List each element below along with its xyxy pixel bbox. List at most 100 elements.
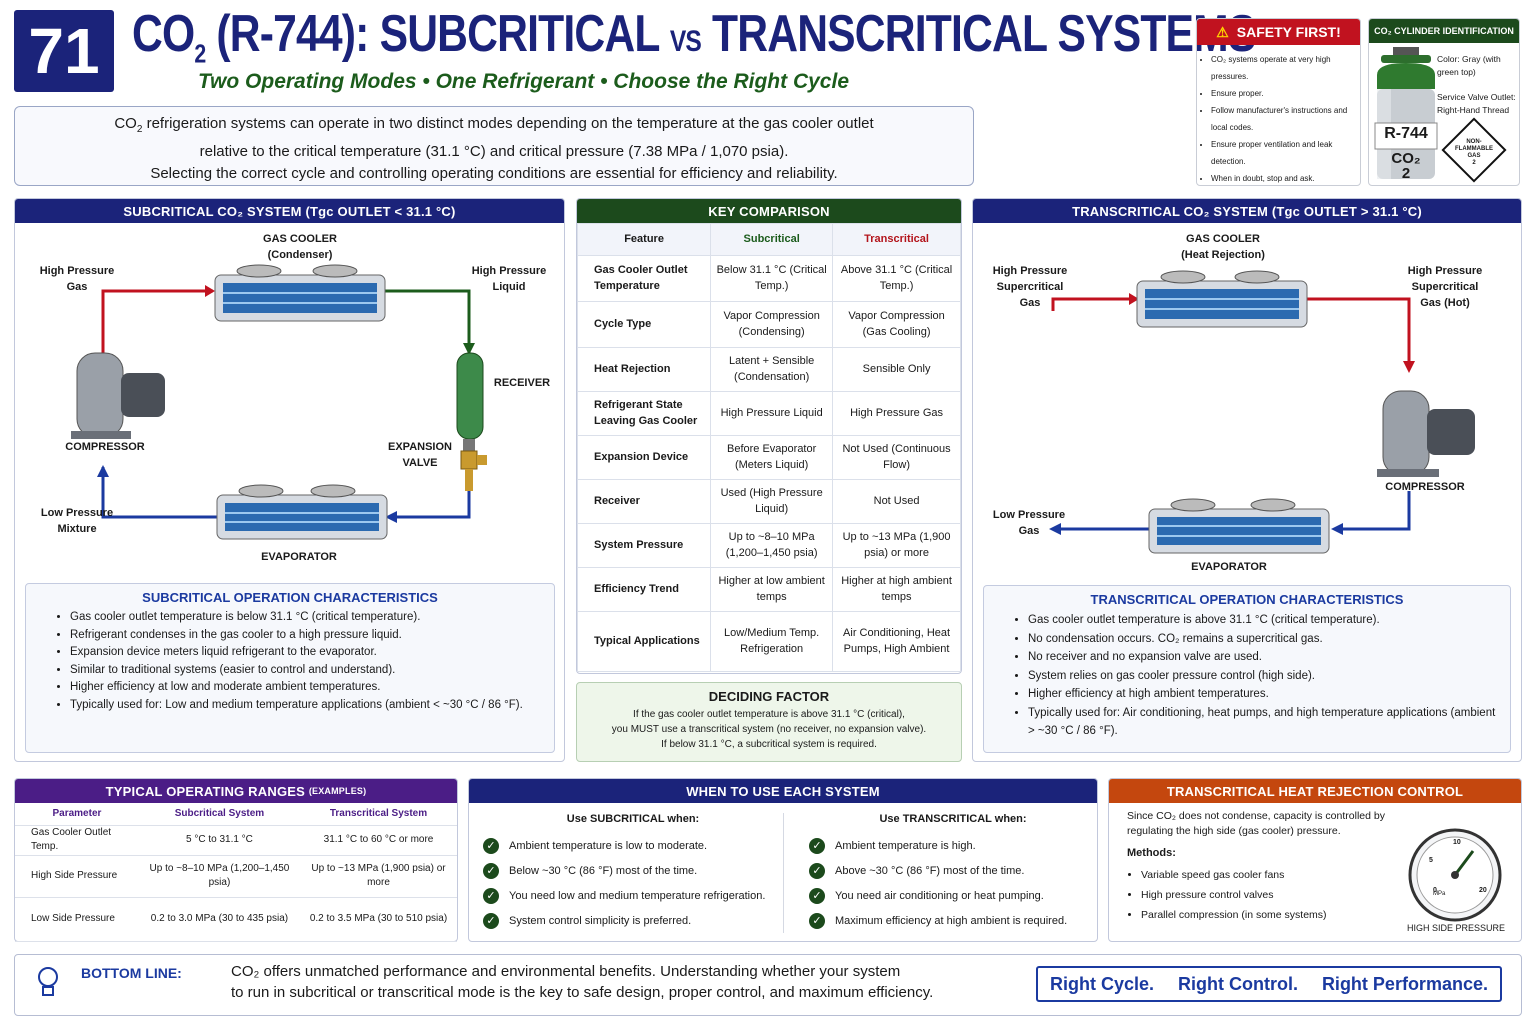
trans-char-title: TRANSCRITICAL OPERATION CHARACTERISTICS	[1090, 592, 1404, 607]
check-icon: ✓	[809, 862, 825, 879]
trans-gas-cooler-label: GAS COOLER(Heat Rejection)	[1181, 233, 1265, 261]
safety-box: ⚠SAFETY FIRST! CO₂ systems operate at ve…	[1196, 18, 1361, 186]
bottom-line-label: BOTTOM LINE:	[81, 965, 182, 981]
sub-char-item: Higher efficiency at low and moderate am…	[70, 679, 544, 697]
co2-cylinder-icon	[1374, 47, 1438, 179]
sub-compressor-label: COMPRESSOR	[65, 441, 145, 453]
safety-item: CO₂ systems operate at very high pressur…	[1211, 51, 1354, 85]
when-panel: WHEN TO USE EACH SYSTEM Use SUBCRITICAL …	[468, 778, 1098, 942]
gauge-tick-5: 5	[1429, 857, 1433, 864]
safety-item: Ensure proper.	[1211, 85, 1354, 102]
trans-char-item: No receiver and no expansion valve are u…	[1028, 648, 1500, 667]
subcritical-header: SUBCRITICAL CO₂ SYSTEM (Tgc OUTLET < 31.…	[15, 199, 564, 223]
when-transcritical: Use TRANSCRITICAL when: ✓Ambient tempera…	[785, 803, 1097, 933]
gas-cooler-icon	[1136, 270, 1308, 328]
trans-compressor-label: COMPRESSOR	[1385, 481, 1465, 493]
heat-header: TRANSCRITICAL HEAT REJECTION CONTROL	[1109, 779, 1521, 803]
expansion-valve-icon	[460, 439, 487, 491]
check-icon: ✓	[483, 912, 499, 929]
sub-char-item: Expansion device meters liquid refrigera…	[70, 644, 544, 662]
check-item: ✓Maximum efficiency at high ambient is r…	[809, 908, 1097, 933]
heat-methods: Variable speed gas cooler fans High pres…	[1141, 865, 1327, 925]
trans-lp-gas-label: Low Pressure Gas	[992, 509, 1066, 537]
intro-box: CO2 refrigeration systems can operate in…	[14, 106, 974, 186]
subcritical-diagram	[71, 264, 487, 540]
cylinder-code: R-744	[1384, 125, 1428, 142]
heat-method-item: Parallel compression (in some systems)	[1141, 905, 1327, 925]
trans-char-item: Typically used for: Air conditioning, he…	[1028, 704, 1500, 741]
page-number: 71	[14, 10, 114, 92]
when-header: WHEN TO USE EACH SYSTEM	[469, 779, 1097, 803]
compressor-icon	[71, 352, 165, 439]
trans-char-item: Higher efficiency at high ambient temper…	[1028, 685, 1500, 704]
slogan-box: Right Cycle.Right Control.Right Performa…	[1036, 966, 1502, 1002]
page-title: CO2 (R-744): SUBCRITICAL VS TRANSCRITICA…	[132, 5, 1256, 69]
sub-gas-cooler-label: GAS COOLER(Condenser)	[263, 233, 337, 261]
page-subtitle: Two Operating Modes • One Refrigerant • …	[198, 70, 849, 93]
warning-icon: ⚠	[1216, 23, 1229, 40]
sub-char-title: SUBCRITICAL OPERATION CHARACTERISTICS	[142, 590, 438, 605]
receiver-icon	[456, 352, 484, 440]
pressure-gauge-icon	[1408, 828, 1502, 922]
sub-char-item: Gas cooler outlet temperature is below 3…	[70, 609, 544, 627]
lightbulb-icon	[38, 967, 58, 996]
deciding-factor: DECIDING FACTOR If the gas cooler outlet…	[576, 682, 962, 762]
gauge-tick-20: 20	[1479, 887, 1487, 894]
ranges-header: TYPICAL OPERATING RANGES (EXAMPLES)	[15, 779, 457, 803]
evaporator-icon	[1148, 498, 1330, 554]
transcritical-header: TRANSCRITICAL CO₂ SYSTEM (Tgc OUTLET > 3…	[973, 199, 1521, 223]
sub-char-item: Refrigerant condenses in the gas cooler …	[70, 627, 544, 645]
cylinder-header: CO₂ CYLINDER IDENTIFICATION	[1369, 19, 1519, 43]
check-icon: ✓	[809, 837, 825, 854]
check-item: ✓You need low and medium temperature ref…	[483, 883, 783, 908]
trans-evaporator-label: EVAPORATOR	[1191, 561, 1267, 573]
gauge-tick-10: 10	[1453, 839, 1461, 846]
heat-method-item: Variable speed gas cooler fans	[1141, 865, 1327, 885]
comparison-header: KEY COMPARISON	[577, 199, 961, 223]
sub-char-item: Similar to traditional systems (easier t…	[70, 662, 544, 680]
check-item: ✓System control simplicity is preferred.	[483, 908, 783, 933]
sub-receiver-label: RECEIVER	[493, 377, 551, 389]
check-item: ✓You need air conditioning or heat pumpi…	[809, 883, 1097, 908]
heat-methods-label: Methods:	[1127, 847, 1176, 859]
gauge-label: HIGH SIDE PRESSURE	[1406, 923, 1506, 933]
sub-evaporator-label: EVAPORATOR	[261, 551, 337, 563]
trans-char-item: No condensation occurs. CO₂ remains a su…	[1028, 630, 1500, 649]
trans-hp-sc-gas-label: High Pressure Supercritical Gas	[992, 265, 1068, 309]
bottom-line-box: BOTTOM LINE: CO₂ offers unmatched perfor…	[14, 954, 1522, 1016]
evaporator-icon	[216, 484, 388, 540]
check-icon: ✓	[483, 887, 499, 904]
gauge-tick-0: 0	[1433, 887, 1437, 894]
safety-item: Follow manufacturer's instructions and l…	[1211, 102, 1354, 136]
bottom-line-text: CO₂ offers unmatched performance and env…	[231, 963, 934, 1001]
check-item: ✓Below ~30 °C (86 °F) most of the time.	[483, 858, 783, 883]
heat-method-item: High pressure control valves	[1141, 885, 1327, 905]
gauge-unit: MPa	[1433, 891, 1446, 897]
check-item: ✓Ambient temperature is high.	[809, 833, 1097, 858]
check-icon: ✓	[809, 887, 825, 904]
sub-hp-gas-label: High Pressure Gas	[39, 265, 115, 293]
sub-char-item: Typically used for: Low and medium tempe…	[70, 697, 544, 715]
ranges-panel: TYPICAL OPERATING RANGES (EXAMPLES) Para…	[14, 778, 458, 942]
divider	[783, 813, 784, 933]
trans-char-item: System relies on gas cooler pressure con…	[1028, 667, 1500, 686]
sub-expansion-label: EXPANSION VALVE	[388, 441, 452, 469]
compressor-icon	[1377, 390, 1475, 477]
trans-hp-sc-gas-hot-label: High Pressure Supercritical Gas (Hot)	[1407, 265, 1483, 309]
check-item: ✓Ambient temperature is low to moderate.	[483, 833, 783, 858]
check-item: ✓Above ~30 °C (86 °F) most of the time.	[809, 858, 1097, 883]
sub-characteristics: SUBCRITICAL OPERATION CHARACTERISTICS Ga…	[25, 583, 555, 753]
gas-cooler-icon	[214, 264, 386, 322]
check-icon: ✓	[809, 912, 825, 929]
heat-text: Since CO₂ does not condense, capacity is…	[1127, 810, 1385, 837]
transcritical-panel: TRANSCRITICAL CO₂ SYSTEM (Tgc OUTLET > 3…	[972, 198, 1522, 762]
safety-header: ⚠SAFETY FIRST!	[1197, 19, 1360, 45]
cylinder-color: Color: Gray (with green top)	[1437, 54, 1501, 77]
heat-panel: TRANSCRITICAL HEAT REJECTION CONTROL Sin…	[1108, 778, 1522, 942]
cylinder-valve: Service Valve Outlet: Right-Hand Thread	[1437, 92, 1516, 115]
